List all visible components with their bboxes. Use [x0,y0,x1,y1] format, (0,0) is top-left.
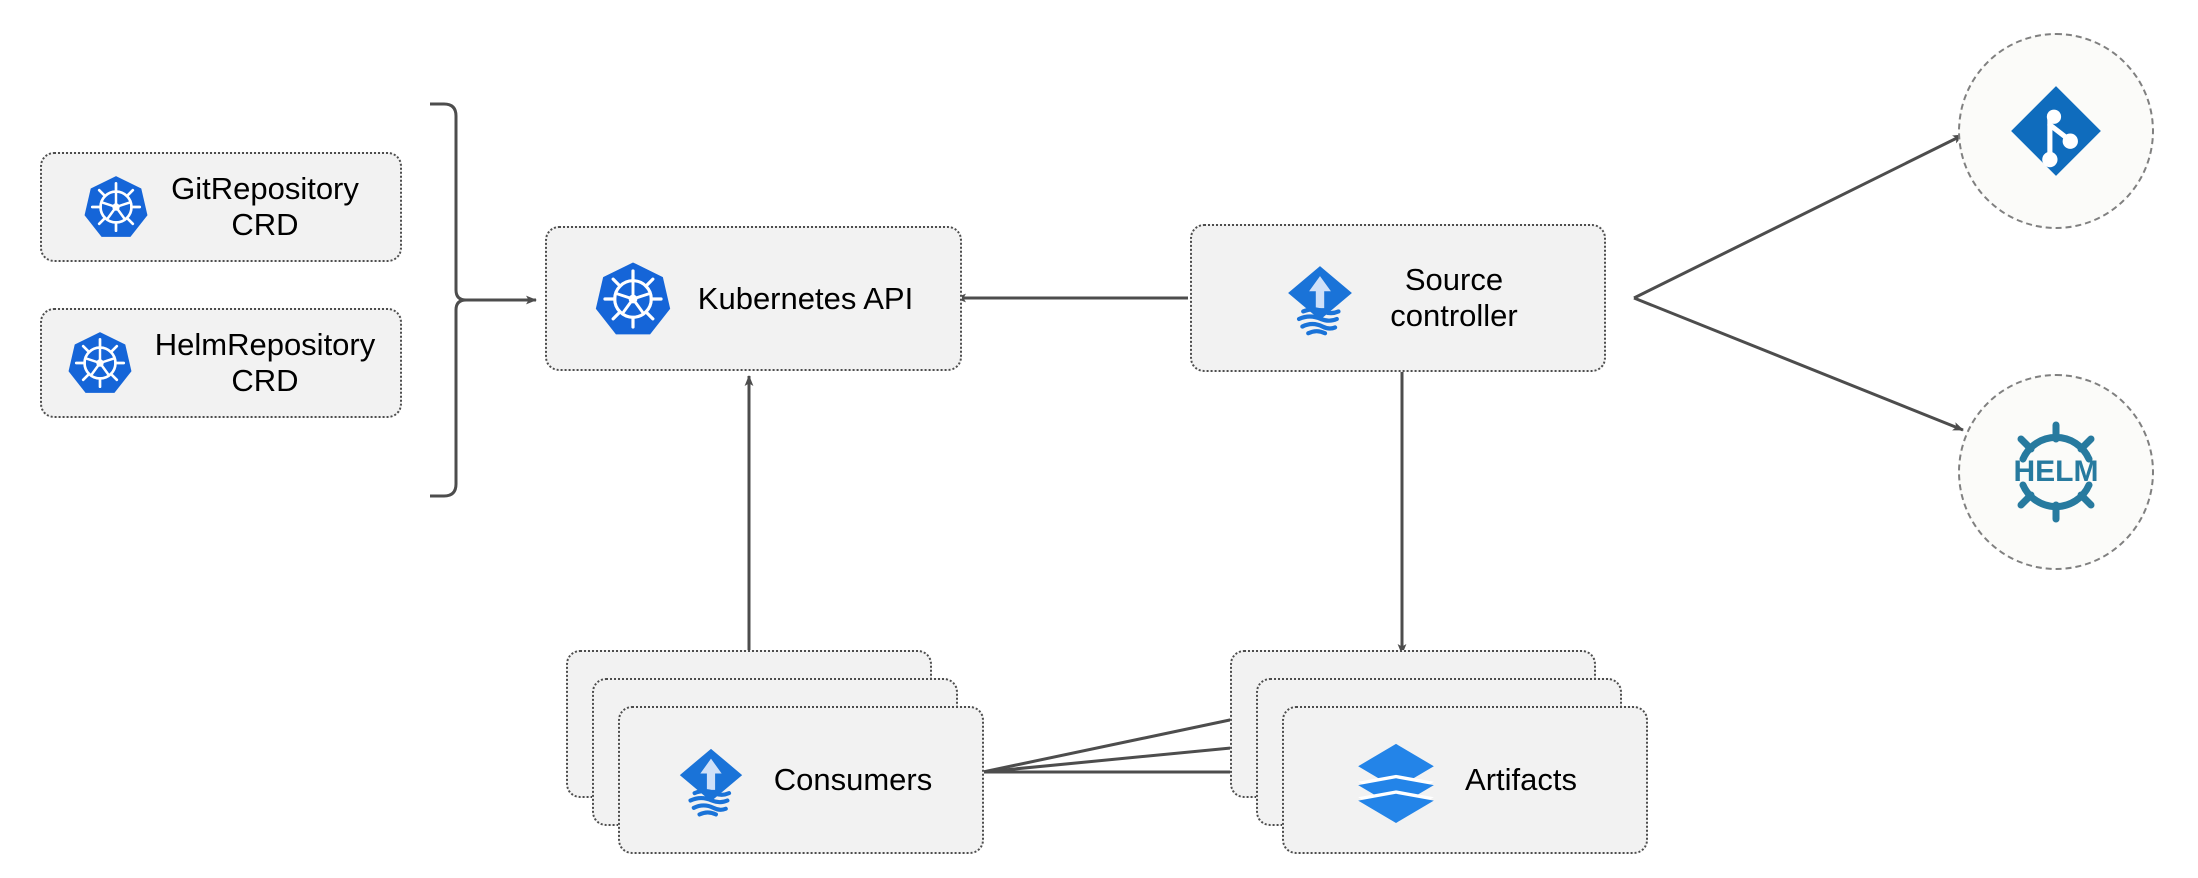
node-helm[interactable]: HELM [1958,374,2154,570]
git-repository-crd-label: GitRepository CRD [171,171,359,242]
node-consumers-stack[interactable]: Consumers [566,650,986,856]
source-controller-label: Source controller [1390,262,1518,333]
artifacts-label: Artifacts [1465,762,1577,798]
edge-source-controller-to-git [1633,133,1964,300]
helm-icon: HELM [2001,417,2111,527]
edge-source-controller-to-helm [1633,296,1964,432]
node-kubernetes-api[interactable]: Kubernetes API [545,226,962,371]
git-icon [2005,80,2107,182]
crd-bracket [430,102,467,498]
flux-source-controller-icon [1278,256,1362,340]
kubernetes-icon [83,174,149,240]
node-helm-repository-crd[interactable]: HelmRepository CRD [40,308,402,418]
edge-consumers-to-artifacts-2 [982,741,1263,774]
node-git[interactable] [1958,33,2154,229]
node-artifacts[interactable]: Artifacts [1282,706,1648,854]
edge-consumers-to-artifacts-1 [982,714,1245,774]
kubernetes-icon [67,330,133,396]
node-git-repository-crd[interactable]: GitRepository CRD [40,152,402,262]
helm-wordmark: HELM [2014,455,2099,488]
flux-source-controller-icon [670,739,752,821]
node-source-controller[interactable]: Source controller [1190,224,1606,372]
layers-icon [1353,737,1439,823]
kubernetes-icon [594,260,672,338]
helm-repository-crd-label: HelmRepository CRD [154,327,376,398]
node-artifacts-stack[interactable]: Artifacts [1230,650,1650,856]
kubernetes-api-label: Kubernetes API [697,280,914,316]
node-consumers[interactable]: Consumers [618,706,984,854]
consumers-label: Consumers [773,762,933,798]
